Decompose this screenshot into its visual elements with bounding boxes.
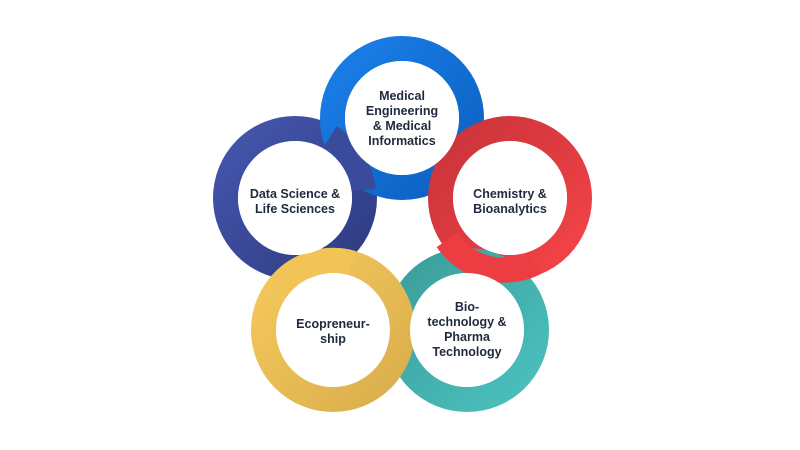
node-label-data-science: Data Science & Life Sciences (249, 187, 341, 216)
node-label-biotechnology: Bio- technology & Pharma Technology (427, 300, 507, 359)
weave-red-over-teal (436, 232, 541, 283)
weave-indigo-over-blue (323, 126, 376, 192)
node-label-ecopreneurship: Ecopreneur- ship (296, 317, 370, 346)
weave-yellow-over-indigo (270, 247, 356, 294)
node-label-medical-engineering: Medical Engineering & Medical Informatic… (365, 89, 439, 148)
ring-medical-engineering (320, 36, 484, 200)
node-label-chemistry: Chemistry & Bioanalytics (473, 187, 547, 216)
